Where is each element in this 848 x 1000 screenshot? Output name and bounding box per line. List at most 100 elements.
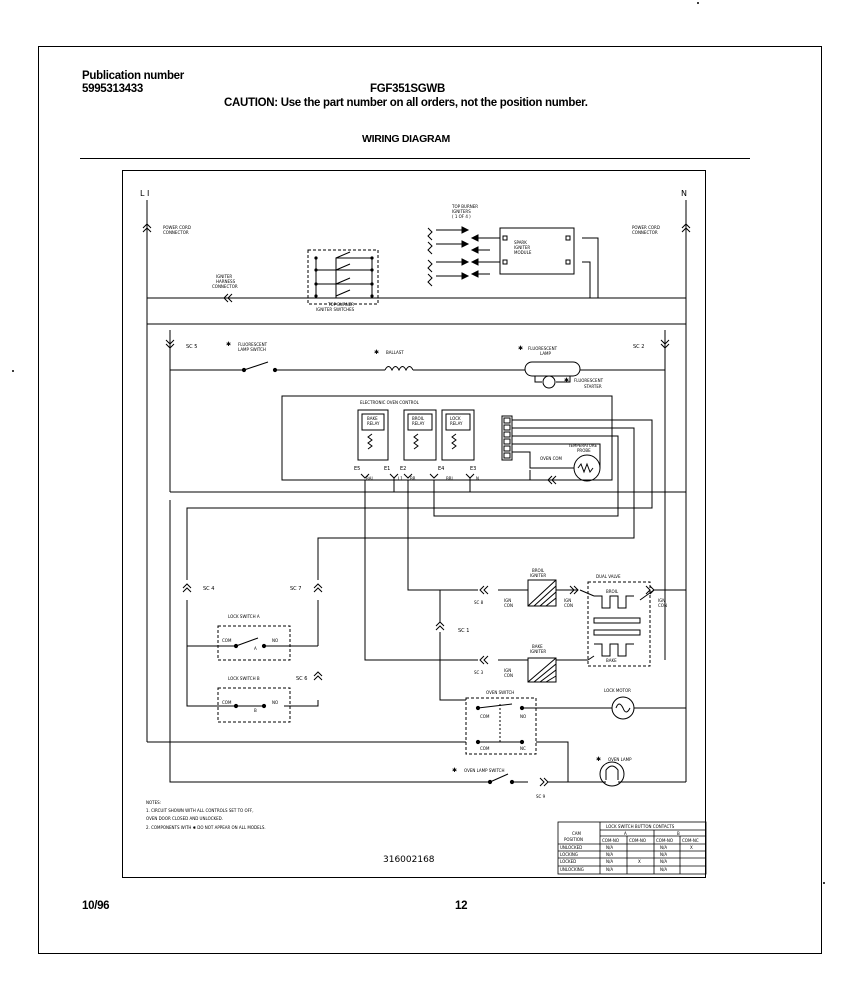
- sc6-label: SC 6: [296, 676, 307, 682]
- broil-ign-con-r-2: CON: [564, 603, 573, 608]
- scan-speck: [823, 882, 825, 884]
- lock-a-label: LOCK SWITCH A: [228, 614, 260, 619]
- scan-speck: [697, 2, 699, 4]
- lock-b-label: LOCK SWITCH B: [228, 676, 260, 681]
- lock-motor: [611, 696, 635, 720]
- dual-valve: [587, 581, 651, 667]
- lock-b-com: COM: [222, 700, 232, 705]
- row-unlocking: UNLOCKING: [560, 867, 584, 872]
- broil-ign-con: IGN: [504, 598, 511, 603]
- pin-e1: E1: [384, 466, 390, 472]
- sc2-top-label: SC 2: [633, 344, 644, 350]
- cell: N/A: [606, 852, 613, 857]
- lock-switch-a: [217, 625, 291, 661]
- oven-lamp: [590, 761, 634, 787]
- table-title: LOCK SWITCH BUTTON CONTACTS: [606, 824, 675, 829]
- cell: N/A: [660, 845, 667, 850]
- oven-com-label: OVEN COM: [540, 456, 563, 461]
- publication-label: Publication number: [82, 70, 184, 82]
- note-1b: OVEN DOOR CLOSED AND UNLOCKED.: [146, 816, 223, 821]
- oven-lamp-star: ✱: [596, 756, 601, 763]
- top-burner-switches: [307, 249, 379, 305]
- power-cord-label-left: POWER CORD: [163, 225, 191, 230]
- relay-broil: [403, 409, 437, 461]
- ballast-coil: [384, 366, 414, 372]
- valve-broil-label: BROIL: [606, 589, 619, 594]
- bake-ign-con: IGN: [504, 668, 511, 673]
- bake-ign-con-2: CON: [504, 673, 513, 678]
- pin-e5: E5: [354, 466, 360, 472]
- bake-igniter-label-2: IGNITER: [530, 649, 546, 654]
- top-burner-switches-label-2: IGNITER SWITCHES: [316, 307, 355, 312]
- note-1: 1. CIRCUIT SHOWN WITH ALL CONTROLS SET T…: [146, 808, 254, 813]
- temp-probe-label: TEMPERATURE: [567, 443, 598, 448]
- connector-sc8: [479, 585, 489, 595]
- scan-speck: [12, 370, 14, 372]
- cell: N/A: [660, 859, 667, 864]
- relay-broil-label-2: RELAY: [412, 421, 425, 426]
- table-sub-2: COM-NO: [629, 838, 646, 843]
- relay-lock: [441, 409, 475, 461]
- connector-sc1: [435, 621, 445, 631]
- relay-broil-label: BROIL: [412, 416, 425, 421]
- fluor-starter-label-2: STARTER: [584, 384, 602, 389]
- bake-igniter-label: BAKE: [532, 644, 543, 649]
- spark-module: [499, 227, 575, 275]
- oven-switch: [465, 697, 537, 755]
- temperature-probe: [573, 454, 601, 482]
- oven-switch-com-bot: COM: [480, 746, 490, 751]
- fluor-switch-star: ✱: [226, 341, 231, 348]
- connector-sc4: [182, 583, 192, 593]
- fluor-switch-label-2: LAMP SWITCH: [238, 347, 266, 352]
- relay-bake-label: BAKE: [367, 416, 378, 421]
- lock-a-com: COM: [222, 638, 232, 643]
- bake-igniter: [527, 657, 557, 683]
- cell: N/A: [660, 852, 667, 857]
- sc3-label: SC 3: [474, 670, 484, 675]
- wire-n: N: [476, 476, 479, 481]
- fluor-switch-label: FLUORESCENT: [238, 342, 268, 347]
- cell: N/A: [606, 859, 613, 864]
- dual-valve-label: DUAL VALVE: [596, 574, 621, 579]
- caution-note: CAUTION: Use the part number on all orde…: [224, 97, 588, 109]
- electronic-oven-control: [281, 395, 613, 481]
- wire-brl: BRL: [446, 476, 455, 481]
- top-burner-igniters-label-2: IGNITERS: [452, 209, 471, 214]
- lock-motor-label: LOCK MOTOR: [604, 688, 631, 693]
- connector-sc3: [479, 655, 489, 665]
- ballast-label: BALLAST: [386, 350, 404, 355]
- notes-title: NOTES:: [146, 800, 161, 805]
- igniter-harness-label: IGNITER: [216, 274, 232, 279]
- switch-terminals: [314, 256, 374, 298]
- power-cord-label-left-2: CONNECTOR: [163, 230, 189, 235]
- broil-igniter: [527, 579, 557, 607]
- pin-e4: E4: [438, 466, 444, 472]
- row-locked: LOCKED: [560, 859, 576, 864]
- row-unlocked: UNLOCKED: [560, 845, 582, 850]
- sc8-label: SC 8: [474, 600, 484, 605]
- model-number: FGF351SGWB: [370, 83, 445, 95]
- publication-number: 5995313433: [82, 83, 143, 95]
- connector-sc6: [313, 671, 323, 681]
- pin-e3: E3: [470, 466, 476, 472]
- top-burner-igniters-label-3: ( 1 OF 4 ): [452, 214, 471, 219]
- lock-a-cam: A: [254, 646, 257, 651]
- wire-bal: BAL: [366, 476, 374, 481]
- oven-switch-nc: NC: [520, 746, 526, 751]
- table-group-b: B: [677, 831, 680, 836]
- lock-a-no: NO: [272, 638, 278, 643]
- broil-igniter-label-2: IGNITER: [530, 573, 546, 578]
- fluorescent-lamp-switch: [241, 361, 278, 373]
- oven-switch-com-top: COM: [480, 714, 490, 719]
- ballast-star: ✱: [374, 349, 379, 356]
- power-cord-label-right: POWER CORD: [632, 225, 660, 230]
- sc9-label: SC 9: [536, 794, 546, 799]
- valve-ign-con: IGN: [658, 598, 665, 603]
- section-title: WIRING DIAGRAM: [362, 133, 450, 145]
- broil-ign-con-r: IGN: [564, 598, 571, 603]
- power-cord-label-right-2: CONNECTOR: [632, 230, 658, 235]
- note-2: 2. COMPONENTS WITH ✱ DO NOT APPEAR ON AL…: [146, 825, 266, 830]
- cell: X: [690, 845, 693, 850]
- valve-bake-label: BAKE: [606, 658, 617, 663]
